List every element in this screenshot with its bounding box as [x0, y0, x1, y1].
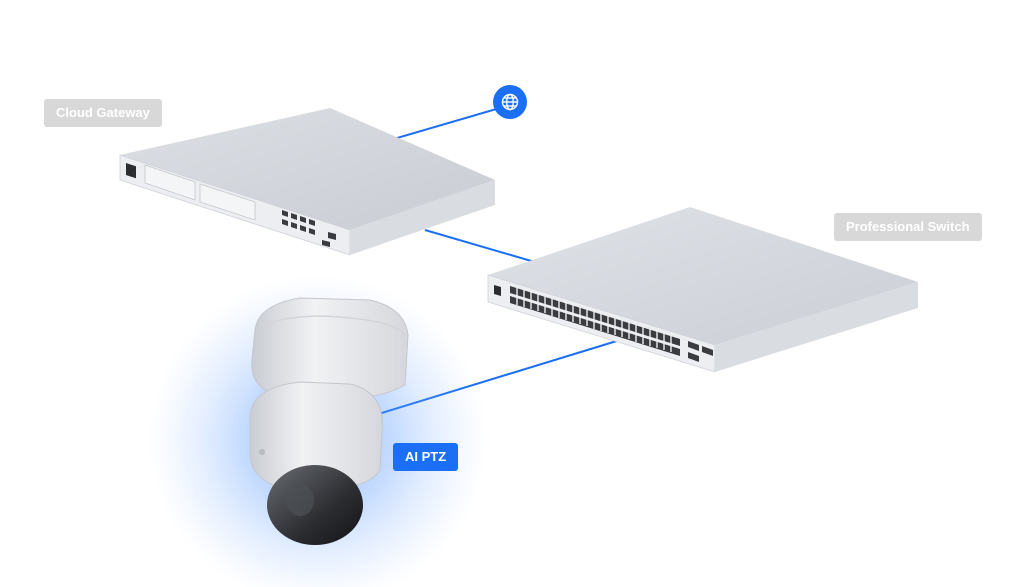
gateway-ports [282, 210, 336, 247]
cloud-gateway-label: Cloud Gateway [44, 99, 162, 127]
globe-icon [501, 93, 519, 111]
professional-switch-device [487, 207, 918, 373]
internet-node [493, 85, 527, 119]
link-gateway-internet [379, 104, 511, 144]
link-gateway-switch [424, 229, 546, 266]
ai-ptz-camera [148, 275, 488, 587]
camera-dome [267, 465, 363, 545]
professional-switch-label: Professional Switch [834, 213, 982, 241]
ai-ptz-label: AI PTZ [393, 443, 459, 471]
cloud-gateway-device [119, 108, 495, 256]
switch-sfp-ports [688, 341, 713, 362]
switch-port-gaps [516, 286, 672, 352]
